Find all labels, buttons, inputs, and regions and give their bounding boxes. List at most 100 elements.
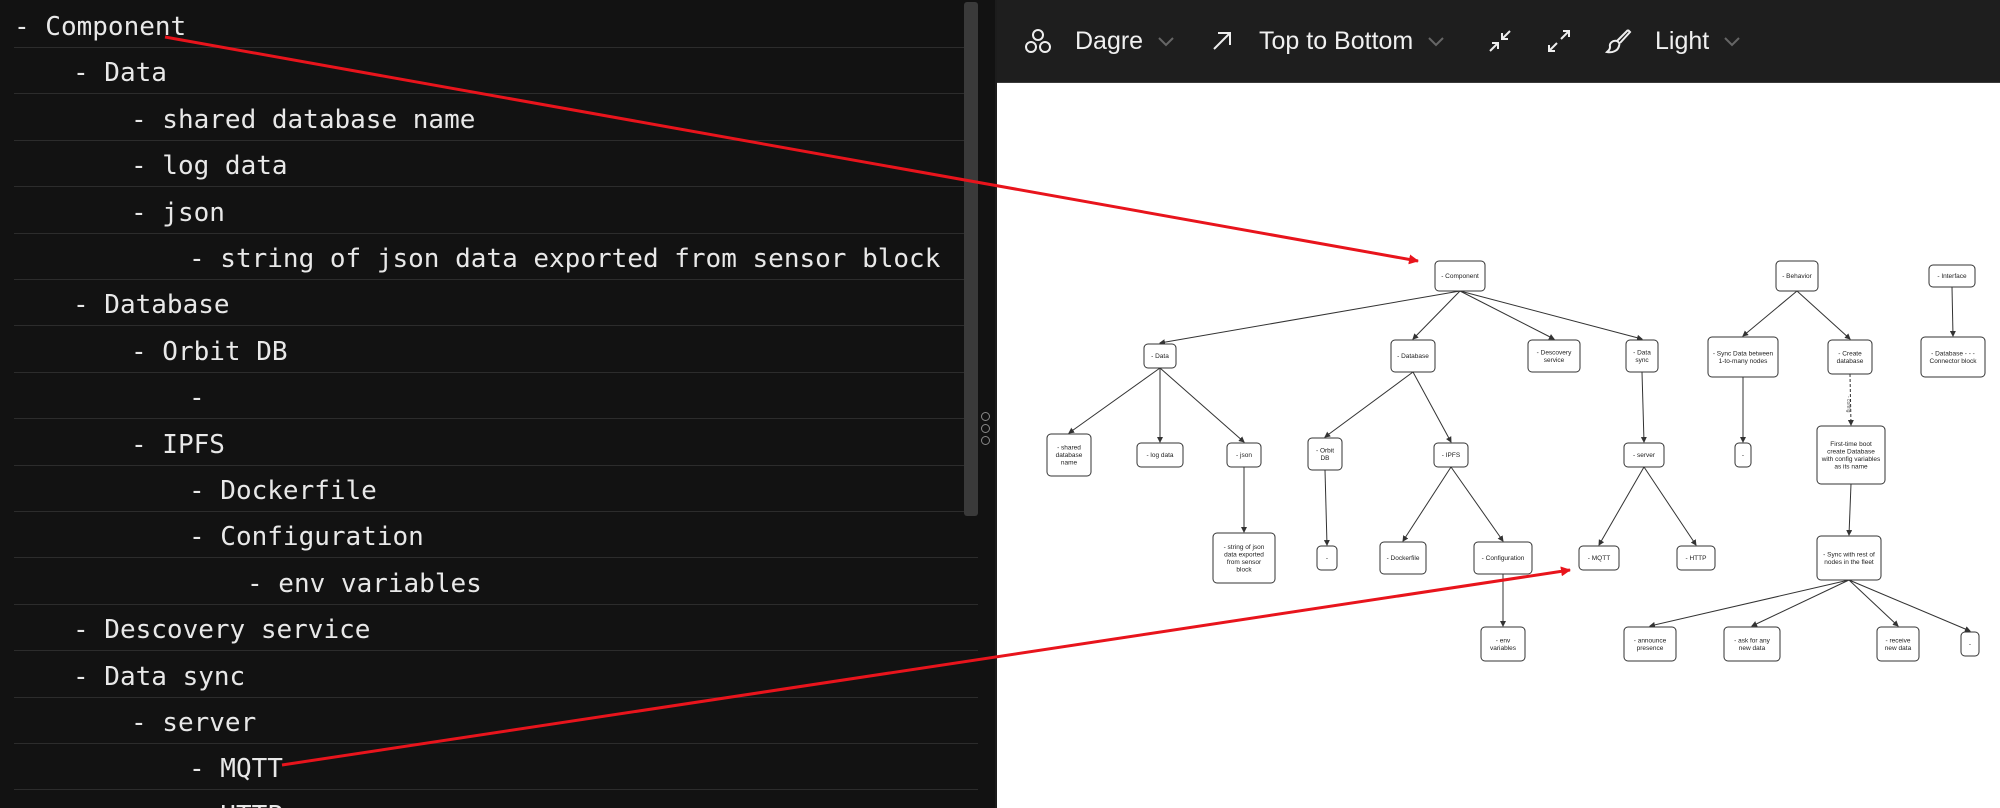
outline-editor[interactable]: - Component- Data- shared database name-… bbox=[0, 0, 995, 808]
outline-line[interactable]: - bbox=[14, 373, 978, 420]
graph-node-dash1[interactable]: - bbox=[1734, 442, 1752, 468]
graph-node-interface[interactable]: - Interface bbox=[1928, 264, 1976, 288]
graph-node-label: - bbox=[1969, 641, 1971, 648]
graph-node-dash3[interactable]: - bbox=[1960, 631, 1980, 657]
graph-edge bbox=[1159, 290, 1461, 346]
outline-line-text: - Data sync bbox=[73, 661, 246, 692]
graph-node-label: - string of json bbox=[1224, 544, 1265, 551]
outline-line-text: - string of json data exported from sens… bbox=[189, 244, 941, 274]
panel-resize-handle[interactable] bbox=[981, 412, 991, 446]
graph-node-label: Connector block bbox=[1930, 358, 1978, 365]
graph-node-http[interactable]: - HTTP bbox=[1676, 545, 1716, 571]
graph-node-label: - Orbit bbox=[1316, 447, 1334, 454]
outline-line[interactable]: - env variables bbox=[14, 559, 978, 605]
outline-line[interactable]: - Data sync bbox=[14, 652, 978, 698]
graph-node-label: - HTTP bbox=[1686, 555, 1707, 562]
graph-node-json[interactable]: - json bbox=[1226, 442, 1262, 468]
graph-node-label: - log data bbox=[1146, 452, 1173, 459]
outline-line[interactable]: - Component bbox=[14, 2, 978, 48]
chevron-down-icon bbox=[1158, 37, 1174, 47]
outline-line[interactable]: - MQTT bbox=[14, 744, 978, 791]
outline-line[interactable]: - Database bbox=[14, 280, 978, 327]
layout-dropdown[interactable]: Dagre bbox=[1023, 0, 1175, 82]
outline-line-text: - Component bbox=[14, 12, 187, 42]
collapse-all-button[interactable] bbox=[1485, 0, 1515, 82]
graph-node-behavior[interactable]: - Behavior bbox=[1775, 260, 1819, 292]
outline-line[interactable]: - Descovery service bbox=[14, 605, 978, 652]
graph-node-component[interactable]: - Component bbox=[1434, 260, 1486, 292]
outline-line-text: - json bbox=[131, 197, 225, 228]
graph-node-label: 1-to-many nodes bbox=[1719, 358, 1769, 365]
graph-toolbar: Dagre Top to Bottom Light bbox=[997, 0, 2000, 83]
graph-edge bbox=[1402, 466, 1452, 542]
graph-node-connector[interactable]: - Database - - -Connector block bbox=[1920, 336, 1986, 378]
graph-node-label: data exported bbox=[1224, 551, 1264, 558]
layout-icon bbox=[1023, 26, 1053, 56]
graph-node-label: - json bbox=[1236, 452, 1252, 459]
outline-line[interactable]: - Dockerfile bbox=[14, 466, 978, 512]
outline-line[interactable]: - json bbox=[14, 188, 978, 234]
graph-node-mqtt[interactable]: - MQTT bbox=[1578, 545, 1620, 571]
graph-node-ipfs[interactable]: - IPFS bbox=[1433, 442, 1469, 468]
graph-preview-panel: - config- Component- Data- Database- Des… bbox=[997, 0, 2000, 808]
outline-line[interactable]: - IPFS bbox=[14, 420, 978, 466]
graph-node-label: - env bbox=[1496, 637, 1511, 644]
outline-line[interactable]: - string of json data exported from sens… bbox=[14, 234, 978, 280]
graph-node-label: - ask for any bbox=[1734, 637, 1771, 644]
arrow-up-right-icon bbox=[1207, 26, 1237, 56]
outline-line[interactable]: - shared database name bbox=[14, 95, 978, 141]
outline-line[interactable]: - Configuration bbox=[14, 512, 978, 559]
graph-node-label: block bbox=[1236, 566, 1252, 573]
graph-node-label: - Interface bbox=[1937, 273, 1967, 280]
outline-line-text: - Descovery service bbox=[73, 615, 371, 646]
theme-dropdown[interactable]: Light bbox=[1603, 0, 1741, 82]
expand-all-button[interactable] bbox=[1544, 0, 1574, 82]
graph-node-label: from sensor bbox=[1227, 559, 1262, 566]
outline-line[interactable]: - HTTP bbox=[14, 791, 978, 808]
outline-line-text: - HTTP bbox=[189, 801, 283, 808]
graph-edge bbox=[1324, 371, 1414, 438]
graph-node-label: nodes in the fleet bbox=[1824, 559, 1874, 566]
graph-node-configuration[interactable]: - Configuration bbox=[1473, 541, 1533, 575]
graph-node-data[interactable]: - Data bbox=[1143, 343, 1177, 369]
graph-node-label: create Database bbox=[1827, 448, 1875, 455]
outline-line[interactable]: - log data bbox=[14, 141, 978, 188]
graph-node-label: - receive bbox=[1886, 637, 1911, 644]
graph-node-label: - Data bbox=[1633, 349, 1651, 356]
graph-edge bbox=[1649, 579, 1850, 628]
graph-node-label: - IPFS bbox=[1442, 452, 1461, 459]
editor-scrollbar[interactable] bbox=[964, 2, 978, 516]
graph-node-label: database bbox=[1056, 452, 1083, 459]
outline-line[interactable]: - Orbit DB bbox=[14, 327, 978, 373]
outline-line-text: - Database bbox=[73, 290, 230, 321]
outline-line-text: - MQTT bbox=[189, 754, 283, 785]
graph-node-dash2[interactable]: - bbox=[1316, 545, 1338, 571]
direction-label: Top to Bottom bbox=[1259, 26, 1414, 55]
graph-node-database[interactable]: - Database bbox=[1390, 339, 1436, 373]
graph-node-server[interactable]: - server bbox=[1623, 442, 1665, 468]
graph-node-label: service bbox=[1544, 357, 1565, 364]
outline-line[interactable]: - Data bbox=[14, 48, 978, 95]
direction-dropdown[interactable]: Top to Bottom bbox=[1207, 0, 1445, 82]
graph-node-label: - Database bbox=[1397, 353, 1429, 360]
graph-node-dockerfile[interactable]: - Dockerfile bbox=[1379, 541, 1427, 575]
graph-edge bbox=[1640, 371, 1647, 443]
graph-node-label: - Data bbox=[1151, 353, 1169, 360]
graph-edge bbox=[1598, 466, 1645, 546]
outline-line-text: - Data bbox=[73, 58, 167, 89]
graph-node-logdata[interactable]: - log data bbox=[1136, 442, 1184, 468]
outline-line[interactable]: - server bbox=[14, 698, 978, 744]
